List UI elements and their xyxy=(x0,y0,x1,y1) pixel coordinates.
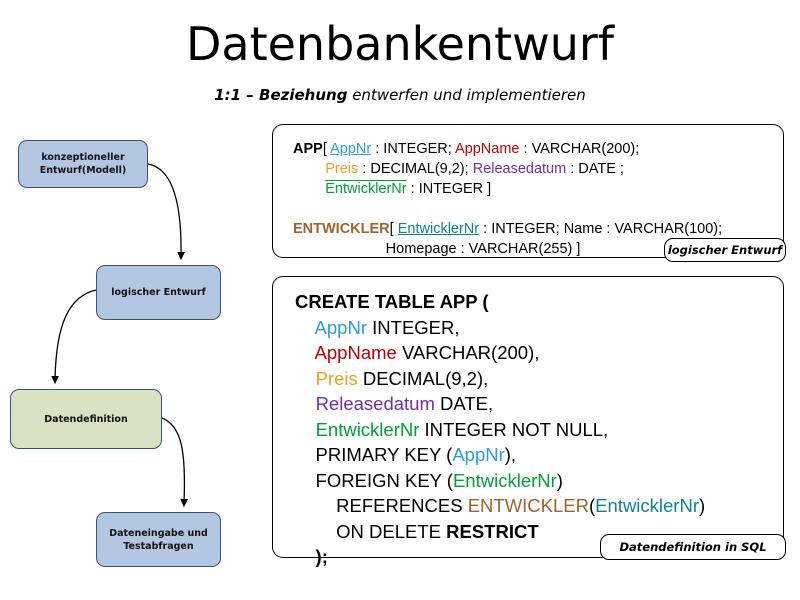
text-line xyxy=(293,199,722,219)
flow-node-line2: Entwurf(Modell) xyxy=(39,165,127,176)
text-token xyxy=(293,161,325,177)
text-token: INTEGER, xyxy=(367,316,460,338)
text-token: : INTEGER; xyxy=(371,141,455,157)
flow-node-line2: Testabfragen xyxy=(123,540,194,552)
flow-node-label: Datendefinition xyxy=(44,413,128,425)
text-token: : INTEGER ] xyxy=(406,181,492,197)
text-token: CREATE TABLE APP ( xyxy=(295,291,489,312)
text-token: ) xyxy=(556,469,563,491)
text-line: Preis : DECIMAL(9,2); Releasedatum : DAT… xyxy=(293,159,722,179)
text-token: Homepage : VARCHAR(255) ] xyxy=(293,241,581,257)
text-token: INTEGER NOT NULL, xyxy=(419,418,609,440)
text-token xyxy=(293,181,325,197)
text-line: ); xyxy=(295,544,705,570)
subtitle-emphasis: 1:1 – Beziehung xyxy=(214,86,348,104)
text-token xyxy=(295,368,316,389)
text-token: : DATE ; xyxy=(566,161,624,177)
text-token: ) xyxy=(699,495,706,516)
page-title: Datenbankentwurf xyxy=(185,17,614,71)
text-token: DATE, xyxy=(434,393,494,414)
text-token: [ xyxy=(389,221,398,237)
text-line: PRIMARY KEY (AppNr), xyxy=(295,442,705,468)
text-token xyxy=(295,317,315,338)
sql-definition-panel: CREATE TABLE APP ( AppNr INTEGER, AppNam… xyxy=(272,276,784,567)
callout-logischer-entwurf: logischer Entwurf xyxy=(664,238,786,262)
text-token: ); xyxy=(295,546,328,567)
text-token: ON DELETE xyxy=(295,520,447,542)
text-token: : INTEGER; Name : VARCHAR(100); xyxy=(479,221,723,237)
text-line: APP[ AppNr : INTEGER; AppName : VARCHAR(… xyxy=(293,139,722,159)
text-line: Preis DECIMAL(9,2), xyxy=(295,366,705,392)
text-token: EntwicklerNr xyxy=(315,418,420,440)
text-token: EntwicklerNr xyxy=(397,221,480,237)
text-token: ), xyxy=(504,444,517,465)
text-line: CREATE TABLE APP ( xyxy=(295,289,705,315)
text-line: Homepage : VARCHAR(255) ] xyxy=(293,239,722,259)
text-token: VARCHAR(200), xyxy=(396,342,540,363)
text-token: ENTWICKLER xyxy=(293,221,390,237)
text-token: APP xyxy=(293,141,323,157)
text-token xyxy=(295,342,315,363)
text-token: PRIMARY KEY ( xyxy=(295,444,453,465)
text-token: AppName xyxy=(314,342,397,363)
text-token: Preis xyxy=(315,367,358,389)
text-line: EntwicklerNr INTEGER NOT NULL, xyxy=(295,417,705,443)
text-token: EntwicklerNr xyxy=(452,469,557,491)
flow-node-line1: Dateneingabe und xyxy=(109,527,208,539)
text-token: FOREIGN KEY ( xyxy=(295,469,453,491)
sql-definition-text: CREATE TABLE APP ( AppNr INTEGER, AppNam… xyxy=(295,289,705,570)
text-token: REFERENCES xyxy=(295,495,468,516)
text-token: EntwicklerNr xyxy=(595,495,699,516)
page-subtitle: 1:1 – Beziehung entwerfen und implementi… xyxy=(0,86,800,104)
text-token: ENTWICKLER xyxy=(467,495,589,516)
text-line: REFERENCES ENTWICKLER(EntwicklerNr) xyxy=(295,493,705,519)
text-line: Releasedatum DATE, xyxy=(295,391,705,417)
subtitle-rest: entwerfen und implementieren xyxy=(347,86,586,104)
text-line: EntwicklerNr : INTEGER ] xyxy=(293,179,722,199)
text-line: ON DELETE RESTRICT xyxy=(295,519,705,545)
text-token: ( xyxy=(589,495,596,516)
arrow-logisch-to-datendef xyxy=(51,289,97,385)
text-line: AppName VARCHAR(200), xyxy=(295,340,705,366)
text-token: Releasedatum xyxy=(472,161,567,177)
logical-design-panel: APP[ AppNr : INTEGER; AppName : VARCHAR(… xyxy=(272,124,784,258)
text-token: AppNr xyxy=(452,444,505,465)
text-token: AppName xyxy=(455,141,520,157)
text-line: FOREIGN KEY (EntwicklerNr) xyxy=(295,468,705,494)
arrow-konzept-to-logisch xyxy=(147,163,185,261)
text-token: DECIMAL(9,2), xyxy=(357,367,489,389)
text-token: AppNr xyxy=(314,316,367,338)
callout-datendefinition-in-sql: Datendefinition in SQL xyxy=(600,534,786,560)
text-token: : DECIMAL(9,2); xyxy=(358,161,473,177)
text-token: Preis xyxy=(325,161,359,177)
logical-design-text: APP[ AppNr : INTEGER; AppName : VARCHAR(… xyxy=(293,139,722,259)
text-token: : VARCHAR(200); xyxy=(519,141,640,157)
flow-node-label: logischer Entwurf xyxy=(111,287,206,298)
text-line: AppNr INTEGER, xyxy=(295,315,705,341)
flow-node-line1: konzeptioneller xyxy=(41,152,125,163)
text-token: EntwicklerNr xyxy=(325,181,407,197)
text-token xyxy=(295,419,316,440)
text-line: ENTWICKLER[ EntwicklerNr : INTEGER; Name… xyxy=(293,219,722,239)
text-token: [ xyxy=(322,141,331,157)
text-token xyxy=(293,201,297,217)
text-token: RESTRICT xyxy=(446,520,539,542)
flow-node-datendefinition[interactable]: Datendefinition xyxy=(10,389,162,449)
text-token: Releasedatum xyxy=(315,393,435,414)
flow-node-logischer-entwurf[interactable]: logischer Entwurf xyxy=(96,265,221,320)
text-token xyxy=(295,393,316,414)
arrow-datendef-to-dateneingabe xyxy=(161,417,189,508)
text-token: AppNr xyxy=(330,141,372,157)
